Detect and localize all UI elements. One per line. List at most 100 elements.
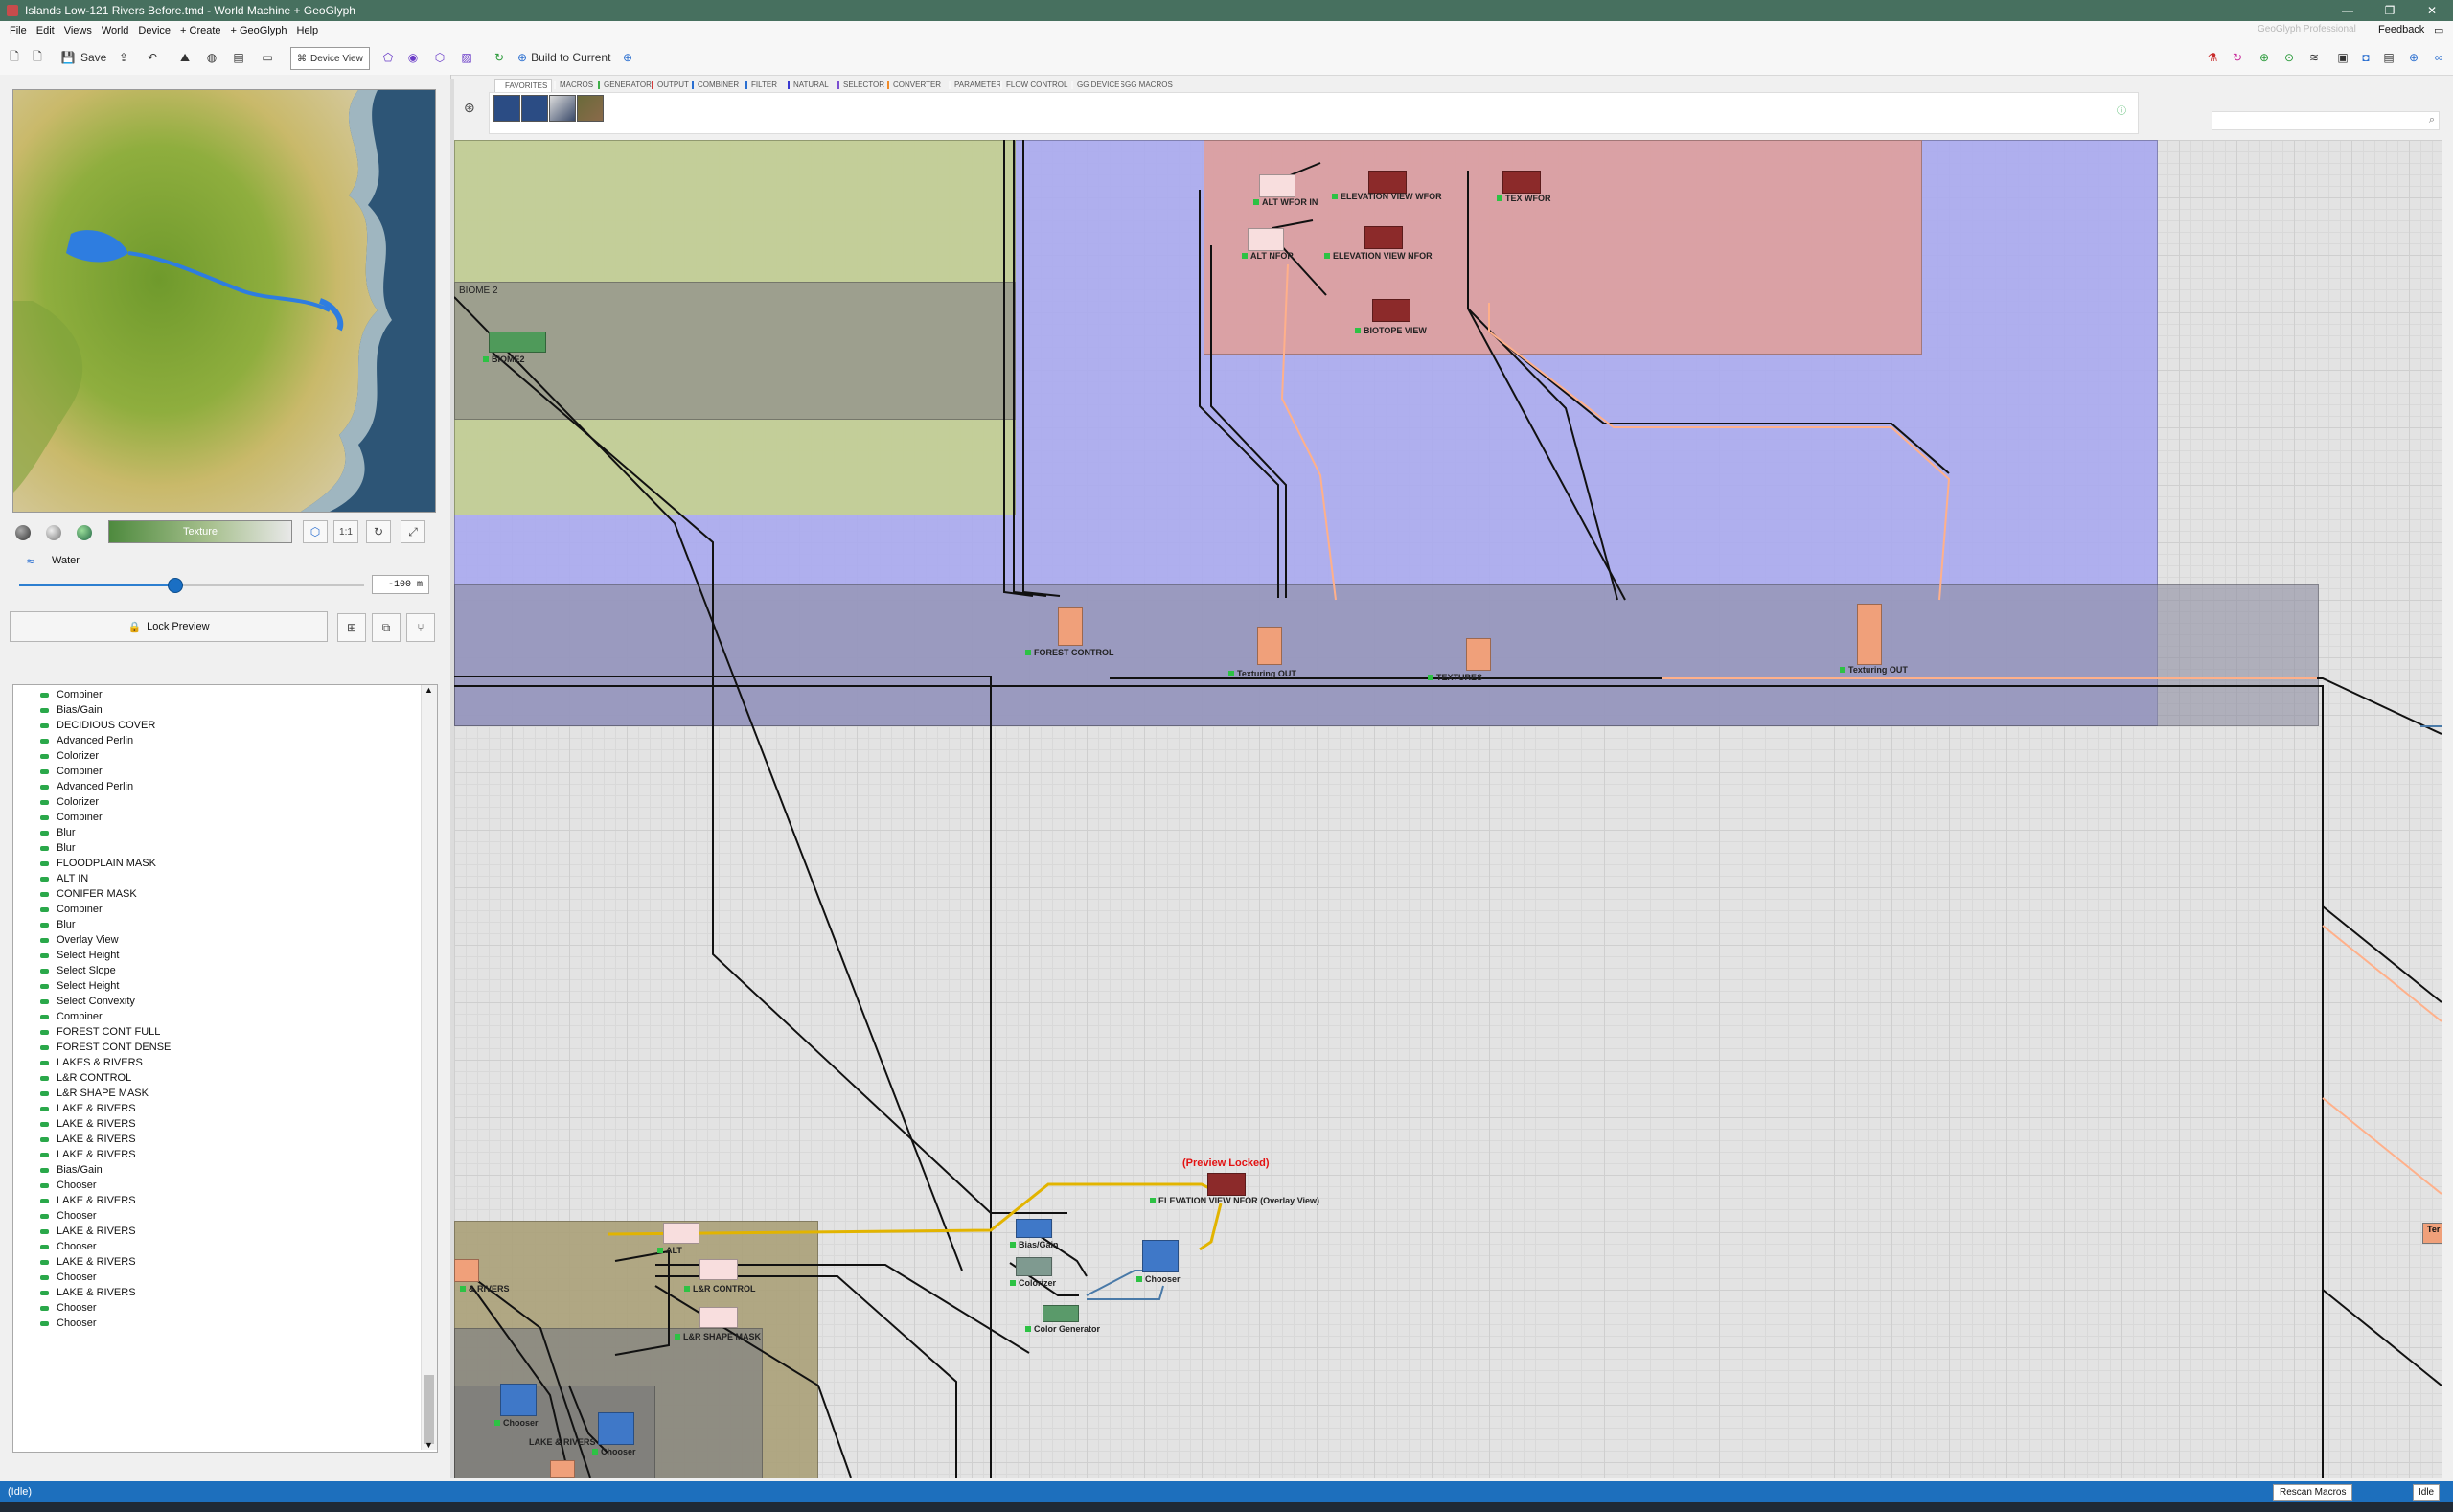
menu-create[interactable]: + Create [180, 25, 221, 36]
tab-natural[interactable]: NATURAL [784, 79, 833, 91]
device-list-item[interactable]: Combiner [13, 1009, 103, 1024]
infinity-icon[interactable]: ∞ [2434, 51, 2443, 64]
palette-info-icon[interactable]: ⓘ [2117, 106, 2126, 117]
device-list-item[interactable]: Bias/Gain [13, 1162, 103, 1178]
add-icon[interactable]: ⊕ [2258, 51, 2270, 64]
frame-icon[interactable]: ⧉ [372, 613, 401, 642]
device-list-item[interactable]: Advanced Perlin [13, 779, 133, 794]
device-list-item[interactable]: Blur [13, 840, 76, 856]
close-button[interactable]: ✕ [2426, 4, 2438, 17]
device-list-item[interactable]: Chooser [13, 1316, 97, 1331]
lock-preview-button[interactable]: 🔒 Lock Preview [10, 611, 328, 642]
menu-edit[interactable]: Edit [35, 25, 55, 36]
device-list-scrollbar[interactable]: ▲ ▼ [421, 685, 437, 1450]
water-slider[interactable] [19, 578, 364, 593]
monitor-icon[interactable]: ▭ [262, 51, 273, 64]
device-list-item[interactable]: FLOODPLAIN MASK [13, 856, 156, 871]
device-list-item[interactable]: LAKE & RIVERS [13, 1224, 136, 1239]
device-search-input[interactable]: ⌕ [2212, 111, 2440, 130]
screenshot-icon[interactable]: ◘ [2362, 51, 2370, 64]
refresh-icon[interactable]: ↻ [493, 51, 505, 64]
menu-file[interactable]: File [10, 25, 27, 36]
device-list-item[interactable]: Combiner [13, 902, 103, 917]
device-list-item[interactable]: Chooser [13, 1270, 97, 1285]
device-list-item[interactable]: Colorizer [13, 748, 99, 764]
save-icon[interactable]: 💾 [60, 51, 76, 64]
minimize-button[interactable]: — [2342, 4, 2353, 17]
device-list-item[interactable]: Combiner [13, 810, 103, 825]
maximize-button[interactable]: ❐ [2384, 4, 2396, 17]
tab-generator[interactable]: GENERATOR [594, 79, 655, 91]
pin-icon[interactable]: ▭ [2434, 25, 2444, 36]
tab-parameter[interactable]: PARAMETER [945, 79, 1005, 91]
add-layer-icon[interactable]: ⊞ [337, 613, 366, 642]
device-list-item[interactable]: L&R CONTROL [13, 1070, 131, 1086]
fav-device-2-icon[interactable] [521, 95, 548, 122]
water-label[interactable]: Water [52, 555, 80, 566]
device-list-item[interactable]: LAKE & RIVERS [13, 1285, 136, 1300]
scroll-up-icon[interactable]: ▲ [424, 685, 433, 695]
shading-color-icon[interactable] [77, 525, 92, 540]
node-canvas[interactable]: BIOME 2 [454, 140, 2442, 1478]
water-slider-thumb[interactable] [168, 578, 183, 593]
save-button[interactable]: Save [80, 51, 107, 64]
device-list-item[interactable]: FOREST CONT FULL [13, 1024, 160, 1040]
tab-combiner[interactable]: COMBINER [688, 79, 743, 91]
device-list-item[interactable]: Blur [13, 825, 76, 840]
device-list-item[interactable]: Select Height [13, 978, 119, 994]
new-project-icon[interactable]: 🗋 [33, 49, 42, 63]
tab-converter[interactable]: CONVERTER [883, 79, 945, 91]
device-list-item[interactable]: LAKE & RIVERS [13, 1254, 136, 1270]
device-list-item[interactable]: Combiner [13, 687, 103, 702]
panel-splitter[interactable] [450, 79, 454, 1478]
menu-views[interactable]: Views [63, 25, 92, 36]
branch-icon[interactable]: ⑂ [406, 613, 435, 642]
device-list-item[interactable]: CONIFER MASK [13, 886, 137, 902]
device-list-scroll-thumb[interactable] [424, 1375, 434, 1444]
menu-device[interactable]: Device [138, 25, 172, 36]
palette-settings-icon[interactable]: ⊛ [464, 100, 475, 115]
device-list-item[interactable]: Overlay View [13, 932, 119, 948]
cycle-icon[interactable]: ↻ [2232, 51, 2243, 64]
device-list-item[interactable]: ALT IN [13, 871, 88, 886]
rescan-macros-button[interactable]: Rescan Macros [2273, 1484, 2353, 1501]
device-list-item[interactable]: LAKES & RIVERS [13, 1055, 143, 1070]
device-list-item[interactable]: L&R SHAPE MASK [13, 1086, 149, 1101]
image-view-icon[interactable]: ▨ [461, 51, 472, 64]
device-list-item[interactable]: LAKE & RIVERS [13, 1193, 136, 1208]
device-list-item[interactable]: Colorizer [13, 794, 99, 810]
device-list-item[interactable]: Advanced Perlin [13, 733, 133, 748]
device-list-item[interactable]: Chooser [13, 1208, 97, 1224]
tab-gg-devices[interactable]: GG DEVICES [1067, 79, 1129, 91]
new-file-icon[interactable]: 🗋 [10, 49, 19, 63]
device-list-item[interactable]: Select Slope [13, 963, 116, 978]
web-icon[interactable]: ⊕ [2408, 51, 2419, 64]
device-list-item[interactable]: LAKE & RIVERS [13, 1116, 136, 1132]
export-icon[interactable]: ⇪ [118, 51, 129, 64]
layout-icon[interactable]: ▤ [233, 51, 244, 64]
camera-icon[interactable]: ▣ [2337, 51, 2349, 64]
device-list-item[interactable]: Select Convexity [13, 994, 135, 1009]
gallery-icon[interactable]: ▤ [2383, 51, 2395, 64]
undo-icon[interactable]: ↶ [147, 51, 158, 64]
fav-device-1-icon[interactable] [493, 95, 520, 122]
layout-view-icon[interactable]: ⬠ [382, 51, 394, 64]
tab-output[interactable]: OUTPUT [648, 79, 693, 91]
tab-favorites[interactable]: FAVORITES [494, 79, 553, 92]
one-to-one-button[interactable]: 1:1 [333, 520, 358, 543]
menu-help[interactable]: Help [296, 25, 319, 36]
globe-icon[interactable]: ⊕ [622, 51, 633, 64]
device-list-item[interactable]: Chooser [13, 1300, 97, 1316]
device-list-item[interactable]: Blur [13, 917, 76, 932]
explorer-icon[interactable]: ◉ [407, 51, 419, 64]
menu-world[interactable]: World [101, 25, 129, 36]
device-list-item[interactable]: Bias/Gain [13, 702, 103, 718]
device-list-item[interactable]: DECIDIOUS COVER [13, 718, 155, 733]
device-list-item[interactable]: LAKE & RIVERS [13, 1147, 136, 1162]
feedback-link[interactable]: Feedback [2378, 24, 2425, 35]
terrain-preview[interactable] [12, 89, 436, 513]
reset-view-icon[interactable]: ↻ [366, 520, 391, 543]
device-list-item[interactable]: LAKE & RIVERS [13, 1132, 136, 1147]
texture-selector[interactable]: Texture [108, 520, 292, 543]
3d-view-icon[interactable]: ⬡ [434, 51, 446, 64]
